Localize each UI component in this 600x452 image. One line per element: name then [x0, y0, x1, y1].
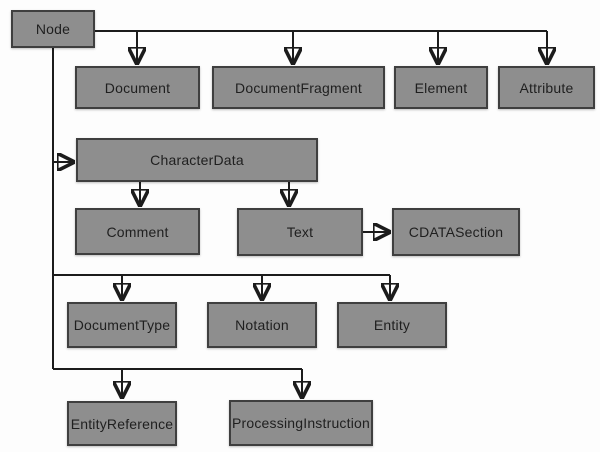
node-label-document: Document — [104, 79, 171, 96]
node-box-document-fragment: DocumentFragment — [212, 66, 385, 109]
node-box-attribute: Attribute — [498, 66, 595, 109]
node-box-entity: Entity — [337, 302, 447, 348]
node-label-node: Node — [35, 21, 71, 37]
node-box-cdata-section: CDATASection — [392, 208, 520, 256]
node-box-text: Text — [237, 208, 363, 256]
node-label-entity-reference: EntityReference — [70, 415, 174, 432]
node-box-notation: Notation — [207, 302, 317, 348]
node-label-document-fragment: DocumentFragment — [235, 79, 362, 96]
node-box-comment: Comment — [75, 208, 200, 255]
node-box-entity-reference: EntityReference — [67, 401, 177, 446]
node-box-element: Element — [394, 66, 488, 109]
node-box-character-data: CharacterData — [76, 138, 318, 182]
node-label-text: Text — [286, 224, 314, 240]
node-label-comment: Comment — [106, 223, 169, 240]
node-label-character-data: CharacterData — [150, 152, 244, 168]
node-label-entity: Entity — [373, 317, 411, 333]
node-box-processing-instruction: ProcessingInstruction — [229, 400, 373, 446]
node-label-document-type: DocumentType — [73, 317, 171, 333]
node-label-processing-instruction: ProcessingInstruction — [231, 415, 371, 431]
node-label-element: Element — [414, 79, 468, 96]
node-box-node: Node — [11, 10, 95, 48]
node-label-cdata-section: CDATASection — [408, 224, 504, 240]
node-label-attribute: Attribute — [519, 79, 574, 96]
node-box-document-type: DocumentType — [67, 302, 177, 348]
node-label-notation: Notation — [235, 317, 289, 333]
node-box-document: Document — [75, 66, 200, 109]
